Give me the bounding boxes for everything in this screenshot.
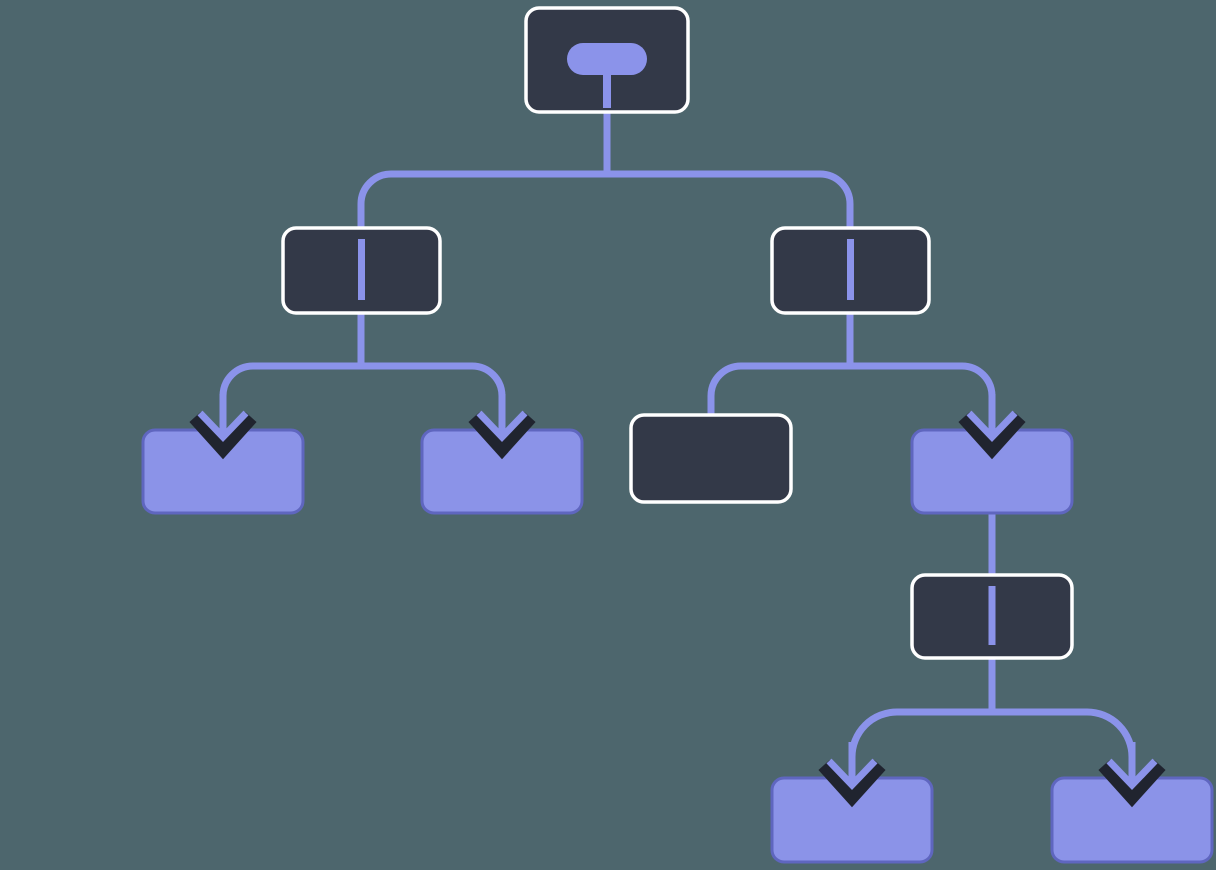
chevron-head	[476, 410, 528, 443]
chevron-shadow	[189, 411, 257, 460]
node-dark-plain[interactable]	[629, 413, 793, 504]
chevron-shadow	[1098, 759, 1166, 808]
chevron-head	[966, 410, 1018, 443]
root-pill-icon	[567, 43, 647, 108]
chevron-down-arrow-icon	[468, 394, 536, 460]
chevron-head	[826, 758, 878, 791]
chevron-shadow	[958, 411, 1026, 460]
chevron-down-arrow-icon	[1098, 742, 1166, 808]
chevron-down-arrow-icon	[189, 394, 257, 460]
chevron-down-arrow-icon	[818, 742, 886, 808]
chevron-head	[197, 410, 249, 443]
chevron-head	[1106, 758, 1158, 791]
chevron-down-arrow-icon	[958, 394, 1026, 460]
chevron-shadow	[468, 411, 536, 460]
root-pill	[567, 43, 647, 75]
edge-bottom-split	[848, 650, 1136, 782]
chevron-shadow	[818, 759, 886, 808]
